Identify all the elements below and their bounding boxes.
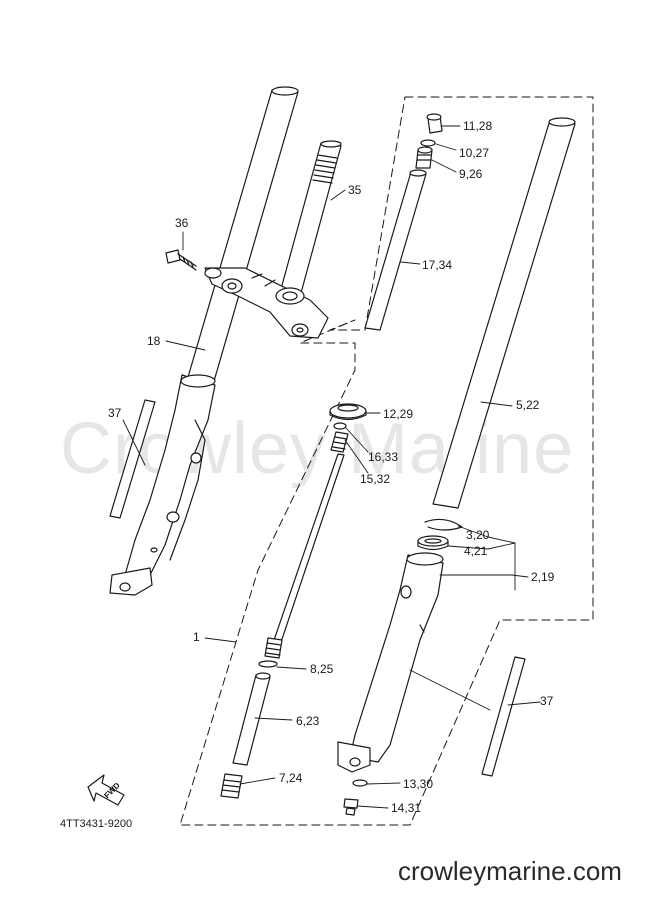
website-text: crowleymarine.com	[398, 856, 622, 886]
assembly-boundary	[179, 96, 594, 826]
under-bracket	[204, 267, 329, 339]
callout-10-27: 10,27	[459, 146, 490, 160]
callout-37-left: 37	[108, 406, 122, 420]
spacer	[415, 146, 433, 169]
leader-lines	[122, 125, 541, 809]
copper-washer	[352, 779, 368, 787]
callout-13-30: 13,30	[403, 777, 434, 791]
callout-15-32: 15,32	[360, 472, 391, 486]
callout-17-34: 17,34	[422, 258, 453, 272]
rebound-spring	[264, 637, 283, 659]
callout-36: 36	[175, 216, 189, 230]
callout-7-24: 7,24	[279, 771, 303, 785]
callout-12-29: 12,29	[383, 407, 414, 421]
oil-seal	[329, 403, 367, 421]
pinch-bolt	[165, 249, 197, 271]
cap-bolt	[426, 113, 443, 134]
callout-5-22: 5,22	[516, 398, 540, 412]
inner-tube-right	[432, 117, 576, 509]
callout-9-26: 9,26	[459, 167, 483, 181]
o-ring	[420, 139, 436, 147]
outer-tube-right	[337, 552, 444, 773]
diagram-reference-code: 4TT3431-9200	[60, 818, 133, 830]
fork-spacer-tube	[364, 169, 427, 331]
reflector-left	[109, 399, 156, 519]
damper-rod	[272, 431, 349, 646]
callout-14-31: 14,31	[391, 801, 422, 815]
callout-16-33: 16,33	[368, 450, 399, 464]
callout-8-25: 8,25	[310, 662, 334, 676]
steering-stem	[280, 140, 342, 294]
outer-tube-left	[109, 374, 216, 596]
reflector-right	[481, 656, 526, 777]
callout-6-23: 6,23	[296, 714, 320, 728]
piston-ring	[258, 660, 278, 668]
callout-1: 1	[193, 630, 200, 644]
dust-seal	[417, 535, 449, 551]
drain-bolt	[343, 798, 359, 816]
circlip	[424, 518, 463, 531]
callout-35: 35	[348, 183, 362, 197]
clip-ring	[333, 422, 347, 430]
fwd-arrow	[87, 774, 125, 806]
callout-3-20: 3,20	[466, 528, 490, 542]
callout-2-19: 2,19	[531, 570, 555, 584]
callout-18: 18	[147, 334, 161, 348]
inner-tube-left	[185, 86, 299, 389]
fork-spring	[232, 672, 271, 766]
spring-seat	[220, 773, 243, 799]
callout-37-right: 37	[540, 694, 554, 708]
callout-4-21: 4,21	[464, 544, 488, 558]
callout-11-28: 11,28	[463, 119, 493, 133]
